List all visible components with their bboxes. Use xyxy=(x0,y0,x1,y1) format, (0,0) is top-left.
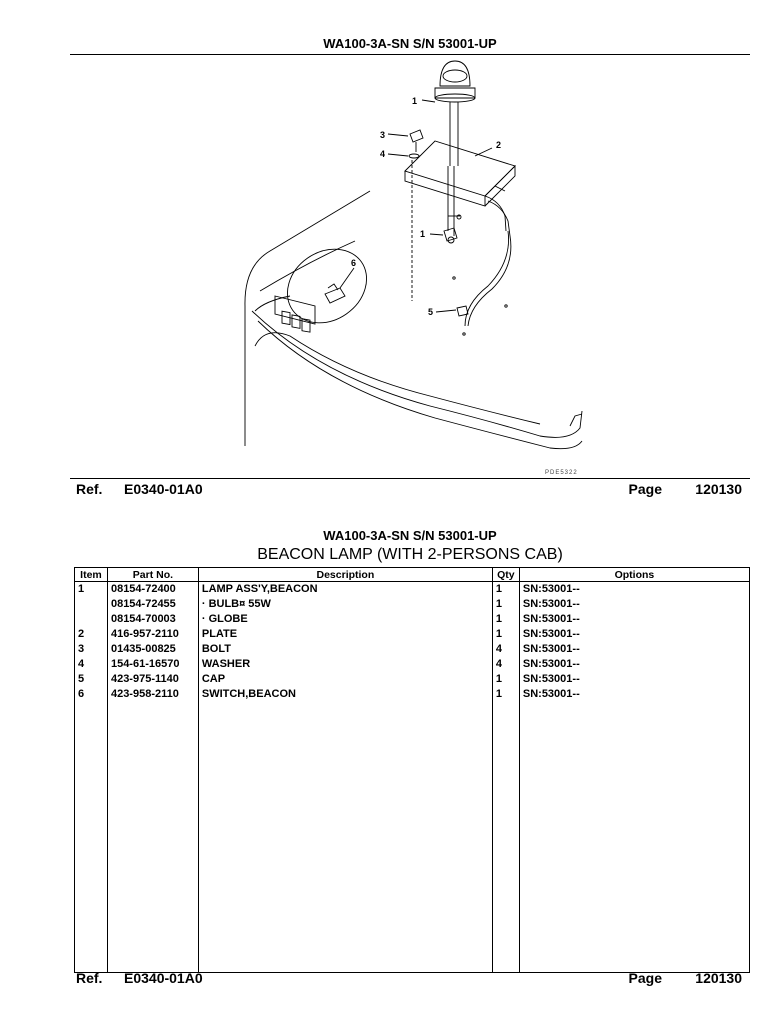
row-item: 3 xyxy=(74,642,108,657)
row-item: 4 xyxy=(74,657,108,672)
page-label: Page xyxy=(628,481,662,497)
callout-6-switch: 6 xyxy=(351,258,356,268)
table-filler-row xyxy=(74,702,751,973)
row-item: 5 xyxy=(74,672,108,687)
table-page-header: WA100-3A-SN S/N 53001-UP xyxy=(323,528,497,543)
row-opt: SN:53001-- xyxy=(518,672,751,687)
page-label: Page xyxy=(628,970,662,986)
beacon-cable xyxy=(484,195,507,232)
callout-1-lamp: 1 xyxy=(412,96,417,106)
page-header: WA100-3A-SN S/N 53001-UP xyxy=(323,36,497,51)
parts-table: Item Part No. Description Qty Options 1 … xyxy=(74,567,751,973)
row-part: 416-957-2110 xyxy=(106,627,199,642)
col-options: Options xyxy=(518,567,751,582)
row-opt: SN:53001-- xyxy=(518,657,751,672)
row-item: 6 xyxy=(74,687,108,702)
row-part: 08154-70003 xyxy=(106,612,199,627)
row-qty: 4 xyxy=(491,657,520,672)
row-qty: 1 xyxy=(491,627,520,642)
callout-5-cap: 5 xyxy=(428,307,433,317)
col-qty: Qty xyxy=(491,567,520,582)
row-part: 08154-72455 xyxy=(106,597,199,612)
col-part-no: Part No. xyxy=(106,567,199,582)
diagram-bottom-rule xyxy=(70,478,750,479)
col-description: Description xyxy=(197,567,493,582)
row-desc: CAP xyxy=(197,672,493,687)
beacon-globe xyxy=(439,60,471,87)
row-qty: 1 xyxy=(491,581,520,597)
row-qty: 1 xyxy=(491,672,520,687)
callout-2-plate: 2 xyxy=(496,140,501,150)
callout-1-lower: 1 xyxy=(420,229,425,239)
row-desc: SWITCH,BEACON xyxy=(197,687,493,702)
table-row: 4 154-61-16570 WASHER 4 SN:53001-- xyxy=(74,657,751,672)
ref-label: Ref. xyxy=(76,481,103,497)
callout-4-washer: 4 xyxy=(380,149,385,159)
row-qty: 1 xyxy=(491,687,520,702)
table-row: 08154-72455 · BULB¤ 55W 1 SN:53001-- xyxy=(74,597,751,612)
ref-label: Ref. xyxy=(76,970,103,986)
row-item xyxy=(74,612,108,627)
table-row: 6 423-958-2110 SWITCH,BEACON 1 SN:53001-… xyxy=(74,687,751,702)
table-row: 2 416-957-2110 PLATE 1 SN:53001-- xyxy=(74,627,751,642)
row-opt: SN:53001-- xyxy=(518,597,751,612)
row-qty: 1 xyxy=(491,612,520,627)
row-opt: SN:53001-- xyxy=(518,581,751,597)
row-qty: 4 xyxy=(491,642,520,657)
switch-highlight-oval xyxy=(287,248,367,324)
cab-roof-outline xyxy=(244,190,371,446)
row-desc: · BULB¤ 55W xyxy=(197,597,493,612)
beacon-lamp-diagram: 1 2 3 4 1 5 6 xyxy=(244,60,583,450)
row-item: 1 xyxy=(74,581,108,597)
row-opt: SN:53001-- xyxy=(518,627,751,642)
row-desc: LAMP ASS'Y,BEACON xyxy=(197,581,493,597)
callout-3-bolt: 3 xyxy=(380,130,385,140)
parts-table-header: Item Part No. Description Qty Options xyxy=(74,567,751,582)
table-row: 08154-70003 · GLOBE 1 SN:53001-- xyxy=(74,612,751,627)
col-item: Item xyxy=(74,567,108,582)
header-rule xyxy=(70,54,750,55)
page-value: 120130 xyxy=(695,970,742,986)
row-item: 2 xyxy=(74,627,108,642)
table-row: 5 423-975-1140 CAP 1 SN:53001-- xyxy=(74,672,751,687)
row-opt: SN:53001-- xyxy=(518,612,751,627)
table-title: BEACON LAMP (WITH 2-PERSONS CAB) xyxy=(257,546,563,563)
row-part: 08154-72400 xyxy=(106,581,199,597)
row-opt: SN:53001-- xyxy=(518,642,751,657)
row-qty: 1 xyxy=(491,597,520,612)
ref-value: E0340-01A0 xyxy=(124,970,203,986)
drawing-code: PDE5322 xyxy=(545,470,578,476)
row-desc: PLATE xyxy=(197,627,493,642)
page-value: 120130 xyxy=(695,481,742,497)
ref-value: E0340-01A0 xyxy=(124,481,203,497)
row-desc: BOLT xyxy=(197,642,493,657)
row-desc: · GLOBE xyxy=(197,612,493,627)
row-part: 154-61-16570 xyxy=(106,657,199,672)
row-opt: SN:53001-- xyxy=(518,687,751,702)
row-desc: WASHER xyxy=(197,657,493,672)
row-part: 423-975-1140 xyxy=(106,672,199,687)
table-row: 3 01435-00825 BOLT 4 SN:53001-- xyxy=(74,642,751,657)
table-row: 1 08154-72400 LAMP ASS'Y,BEACON 1 SN:530… xyxy=(74,581,751,597)
row-part: 423-958-2110 xyxy=(106,687,199,702)
row-part: 01435-00825 xyxy=(106,642,199,657)
row-item xyxy=(74,597,108,612)
